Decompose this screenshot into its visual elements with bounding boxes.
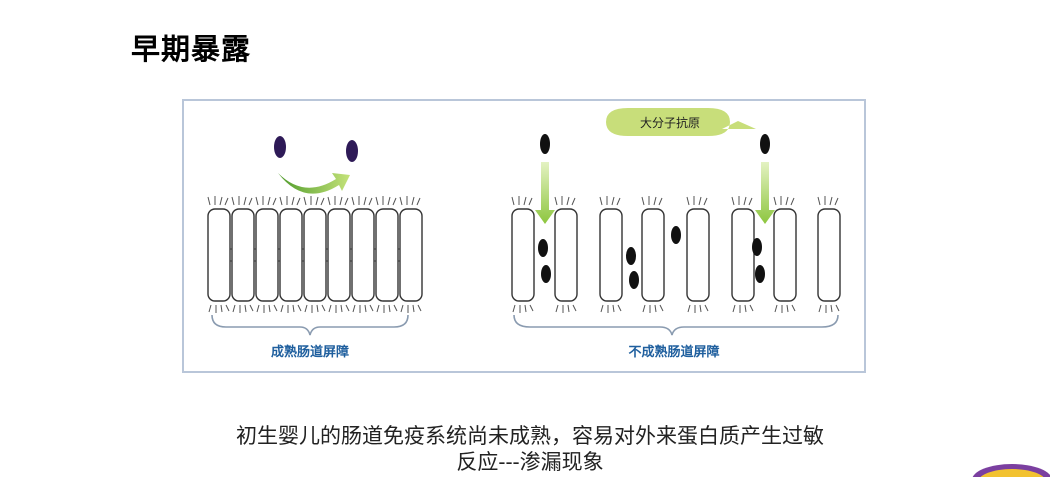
left-brace <box>211 314 409 336</box>
slide-title: 早期暴露 <box>131 32 252 66</box>
caption-line-1: 初生婴儿的肠道免疫系统尚未成熟，容易对外来蛋白质产生过敏 <box>236 424 824 448</box>
mature-barrier-label: 成熟肠道屏障 <box>271 344 349 360</box>
mature-barrier-cells <box>207 195 423 314</box>
down-arrow-icon-2 <box>755 162 775 224</box>
antigen-particle-right-top-2 <box>760 134 770 154</box>
antigen-particle-gap-7 <box>755 265 765 283</box>
callout-bubble <box>606 108 756 136</box>
antigen-particle-right-top-1 <box>540 134 550 154</box>
corner-logo <box>972 464 1050 477</box>
antigen-particle-gap-5 <box>671 226 681 244</box>
antigen-particle-left-1 <box>274 136 286 158</box>
antigen-particle-gap-4 <box>629 271 639 289</box>
slide-caption: 初生婴儿的肠道免疫系统尚未成熟，容易对外来蛋白质产生过敏 反应---渗漏现象 <box>100 423 960 475</box>
caption-line-2: 反应---渗漏现象 <box>456 450 604 474</box>
antigen-particle-gap-1 <box>538 239 548 257</box>
gut-barrier-diagram: 成熟肠道屏障 大分子抗原 不成熟肠道屏障 <box>182 99 866 373</box>
antigen-particle-left-2 <box>346 140 358 162</box>
callout-label: 大分子抗原 <box>640 115 700 130</box>
curved-green-arrow-icon <box>278 173 350 194</box>
down-arrow-icon-1 <box>535 162 555 224</box>
antigen-particle-gap-3 <box>626 247 636 265</box>
antigen-particle-gap-2 <box>541 265 551 283</box>
antigen-particle-gap-6 <box>752 238 762 256</box>
immature-barrier-label: 不成熟肠道屏障 <box>628 344 719 360</box>
right-brace <box>513 314 839 336</box>
